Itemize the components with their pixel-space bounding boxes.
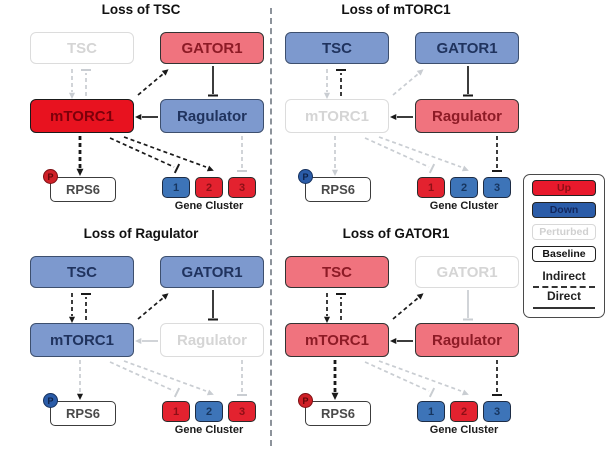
pathway-panel-loss-of-mtorc1: Loss of mTORC1 TSC GATOR1 mTORC1 Ragulat…: [265, 2, 527, 224]
gene-cluster-label: Gene Cluster: [174, 200, 244, 212]
node-rps6: P RPS6: [298, 393, 371, 426]
gene-cluster-box-3: 3: [228, 401, 256, 422]
gene-cluster-label: Gene Cluster: [429, 424, 499, 436]
gene-cluster-box-2: 2: [195, 401, 223, 422]
rps6-label: RPS6: [66, 406, 100, 421]
rps6-label: RPS6: [66, 182, 100, 197]
panel-title: Loss of GATOR1: [342, 226, 450, 241]
node-rps6: P RPS6: [298, 169, 371, 202]
pathway-panel-loss-of-ragulator: Loss of Ragulator TSC GATOR1 mTORC1 Ragu…: [10, 226, 272, 448]
node-mtorc1: mTORC1: [285, 323, 389, 357]
node-rps6: P RPS6: [43, 169, 116, 202]
pathway-edges: [68, 66, 247, 176]
node-gator1: GATOR1: [415, 256, 519, 288]
gene-cluster-box-3: 3: [483, 401, 511, 422]
node-gator1: GATOR1: [415, 32, 519, 64]
gene-cluster-box-1: 1: [162, 401, 190, 422]
node-rps6: P RPS6: [43, 393, 116, 426]
gene-cluster-box-1: 1: [417, 401, 445, 422]
pathway-edges: [323, 290, 502, 400]
panel-title: Loss of TSC: [101, 2, 181, 17]
phospho-circle-icon: P: [298, 169, 313, 184]
node-tsc: TSC: [285, 256, 389, 288]
gene-cluster-label: Gene Cluster: [174, 424, 244, 436]
legend-chip-up: Up: [532, 180, 596, 196]
node-tsc: TSC: [30, 32, 134, 64]
node-mtorc1: mTORC1: [285, 99, 389, 133]
gene-cluster-box-2: 2: [195, 177, 223, 198]
legend-direct-label: Direct: [546, 289, 581, 303]
panel-title: Loss of mTORC1: [341, 2, 451, 17]
gene-cluster-box-1: 1: [417, 177, 445, 198]
gene-cluster-box-1: 1: [162, 177, 190, 198]
pathway-panel-loss-of-gator1: Loss of GATOR1 TSC GATOR1 mTORC1 Ragulat…: [265, 226, 527, 448]
phospho-circle-icon: P: [43, 393, 58, 408]
pathway-edges: [68, 290, 247, 400]
gene-cluster-box-2: 2: [450, 401, 478, 422]
gene-cluster-box-3: 3: [483, 177, 511, 198]
node-mtorc1: mTORC1: [30, 99, 134, 133]
rps6-label: RPS6: [321, 406, 355, 421]
node-ragulator: Ragulator: [160, 99, 264, 133]
rps6-label: RPS6: [321, 182, 355, 197]
node-tsc: TSC: [285, 32, 389, 64]
node-ragulator: Ragulator: [160, 323, 264, 357]
legend-chip-perturbed: Perturbed: [532, 224, 596, 240]
phospho-circle-icon: P: [43, 169, 58, 184]
node-gator1: GATOR1: [160, 32, 264, 64]
pathway-panel-loss-of-tsc: Loss of TSC TSC GATOR1 mTORC1 Ragulator …: [10, 2, 272, 224]
pathway-edges: [323, 66, 502, 176]
node-ragulator: Ragulator: [415, 99, 519, 133]
indirect-dashed-line-sample: [533, 286, 595, 288]
gene-cluster-label: Gene Cluster: [429, 200, 499, 212]
direct-solid-line-sample: [533, 307, 595, 309]
legend: Up Down Perturbed Baseline Indirect Dire…: [523, 174, 605, 318]
legend-chip-baseline: Baseline: [532, 246, 596, 262]
legend-chip-down: Down: [532, 202, 596, 218]
node-tsc: TSC: [30, 256, 134, 288]
node-gator1: GATOR1: [160, 256, 264, 288]
gene-cluster-box-2: 2: [450, 177, 478, 198]
legend-indirect-label: Indirect: [542, 269, 586, 283]
node-ragulator: Ragulator: [415, 323, 519, 357]
panel-divider-line: [270, 8, 272, 446]
node-mtorc1: mTORC1: [30, 323, 134, 357]
panel-title: Loss of Ragulator: [83, 226, 199, 241]
phospho-circle-icon: P: [298, 393, 313, 408]
gene-cluster-box-3: 3: [228, 177, 256, 198]
